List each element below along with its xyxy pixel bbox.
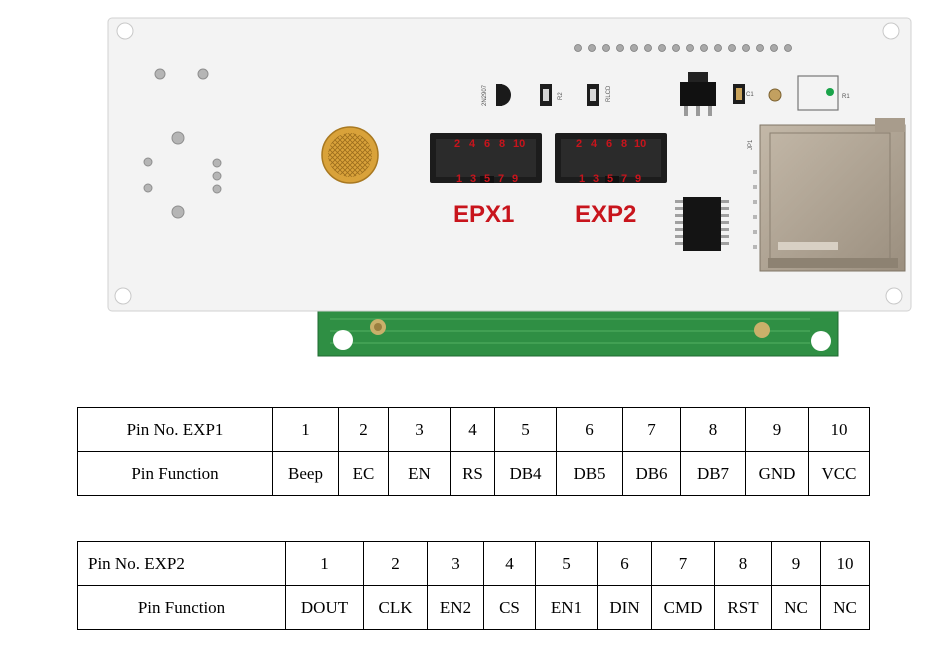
exp1-pin-number-top: 4 bbox=[469, 138, 476, 150]
table-row: Pin No. EXP2 1 2 3 4 5 6 7 8 9 10 bbox=[77, 541, 870, 586]
exp1-pin-number-bottom: 3 bbox=[470, 173, 476, 185]
exp1-function-cell: DB4 bbox=[494, 451, 557, 496]
exp1-pin-cell: 2 bbox=[338, 407, 389, 452]
exp1-pin-table: Pin No. EXP1 1 2 3 4 5 6 7 8 9 10 Pin Fu… bbox=[77, 407, 870, 496]
exp1-function-cell: EN bbox=[388, 451, 451, 496]
exp1-pin-cell: 3 bbox=[388, 407, 451, 452]
voltage-regulator bbox=[680, 72, 716, 116]
silk-rlcd: RLCD bbox=[606, 85, 612, 102]
transistor bbox=[496, 84, 511, 106]
exp1-pin-number-bottom: 1 bbox=[456, 173, 462, 185]
exp1-pin-cell: 10 bbox=[808, 407, 870, 452]
exp2-pin-cell: 5 bbox=[535, 541, 598, 586]
exp1-pin-cell: 8 bbox=[680, 407, 746, 452]
exp2-function-cell: EN1 bbox=[535, 585, 598, 630]
exp1-pin-cell: 7 bbox=[622, 407, 681, 452]
ic-chip bbox=[675, 197, 729, 251]
exp2-function-cell: DIN bbox=[597, 585, 652, 630]
exp1-function-cell: Beep bbox=[272, 451, 339, 496]
exp1-pin-cell: 9 bbox=[745, 407, 809, 452]
exp2-pin-cell: 6 bbox=[597, 541, 652, 586]
exp2-pin-cell: 4 bbox=[483, 541, 536, 586]
exp2-pin-cell: 10 bbox=[820, 541, 870, 586]
exp1-function-cell: DB7 bbox=[680, 451, 746, 496]
exp1-pin-cell: 1 bbox=[272, 407, 339, 452]
lcd-controller-board-photo: 2N2907 R2 RLCD C1 R1 JP1 bbox=[107, 17, 912, 357]
exp1-function-header: Pin Function bbox=[77, 451, 273, 496]
exp2-pin-number-bottom: 5 bbox=[607, 173, 613, 185]
exp1-function-cell: GND bbox=[745, 451, 809, 496]
silk-r2: R2 bbox=[558, 92, 564, 100]
table-row: Pin No. EXP1 1 2 3 4 5 6 7 8 9 10 bbox=[77, 407, 870, 452]
exp1-pin-number-bottom: 9 bbox=[512, 173, 518, 185]
exp2-function-header: Pin Function bbox=[77, 585, 286, 630]
controller-pcb: 2N2907 R2 RLCD C1 R1 JP1 bbox=[107, 17, 912, 312]
exp1-pin-number-top: 10 bbox=[513, 138, 525, 150]
table-row: Pin Function Beep EC EN RS DB4 DB5 DB6 D… bbox=[77, 451, 870, 496]
exp1-function-cell: EC bbox=[338, 451, 389, 496]
exp1-pin-cell: 4 bbox=[450, 407, 495, 452]
exp2-function-cell: CLK bbox=[363, 585, 428, 630]
exp2-pin-number-header: Pin No. EXP2 bbox=[77, 541, 286, 586]
exp2-pin-cell: 3 bbox=[427, 541, 484, 586]
exp2-pin-number-top: 10 bbox=[634, 138, 646, 150]
exp2-function-cell: CMD bbox=[651, 585, 715, 630]
exp2-pin-number-top: 2 bbox=[576, 138, 582, 150]
exp2-pin-cell: 1 bbox=[285, 541, 364, 586]
exp2-function-cell: NC bbox=[820, 585, 870, 630]
exp1-pin-number-top: 6 bbox=[484, 138, 490, 150]
table-row: Pin Function DOUT CLK EN2 CS EN1 DIN CMD… bbox=[77, 585, 870, 630]
exp1-pin-cell: 6 bbox=[556, 407, 623, 452]
exp1-function-cell: VCC bbox=[808, 451, 870, 496]
silk-jp1: JP1 bbox=[748, 139, 754, 150]
exp2-pin-cell: 9 bbox=[771, 541, 821, 586]
exp1-connector bbox=[430, 133, 542, 183]
exp2-connector bbox=[555, 133, 667, 183]
exp1-function-cell: DB6 bbox=[622, 451, 681, 496]
sd-card-socket bbox=[759, 118, 906, 272]
exp2-function-cell: RST bbox=[714, 585, 772, 630]
exp1-pin-number-top: 2 bbox=[454, 138, 460, 150]
exp2-pin-number-top: 6 bbox=[606, 138, 612, 150]
exp2-pin-table: Pin No. EXP2 1 2 3 4 5 6 7 8 9 10 Pin Fu… bbox=[77, 541, 870, 630]
exp2-pin-cell: 7 bbox=[651, 541, 715, 586]
exp1-function-cell: RS bbox=[450, 451, 495, 496]
exp1-pin-number-header: Pin No. EXP1 bbox=[77, 407, 273, 452]
exp2-pin-number-bottom: 3 bbox=[593, 173, 599, 185]
exp2-pin-cell: 8 bbox=[714, 541, 772, 586]
exp2-pin-number-bottom: 9 bbox=[635, 173, 641, 185]
exp2-function-cell: EN2 bbox=[427, 585, 484, 630]
exp2-function-cell: NC bbox=[771, 585, 821, 630]
exp2-pin-number-bottom: 1 bbox=[579, 173, 585, 185]
exp2-pin-number-top: 4 bbox=[591, 138, 598, 150]
exp2-pin-number-bottom: 7 bbox=[621, 173, 627, 185]
exp2-function-cell: DOUT bbox=[285, 585, 364, 630]
silk-c1: C1 bbox=[746, 92, 754, 98]
silk-r1: R1 bbox=[842, 94, 850, 100]
exp1-pin-number-top: 8 bbox=[499, 138, 505, 150]
exp2-function-cell: CS bbox=[483, 585, 536, 630]
exp1-pin-cell: 5 bbox=[494, 407, 557, 452]
exp1-pin-number-bottom: 5 bbox=[484, 173, 490, 185]
exp1-pin-number-bottom: 7 bbox=[498, 173, 504, 185]
exp2-pin-cell: 2 bbox=[363, 541, 428, 586]
buzzer bbox=[321, 126, 379, 184]
exp2-pin-number-top: 8 bbox=[621, 138, 627, 150]
silk-transistor: 2N2907 bbox=[482, 84, 488, 106]
exp1-function-cell: DB5 bbox=[556, 451, 623, 496]
exp1-label: EPX1 bbox=[453, 201, 514, 228]
exp2-label: EXP2 bbox=[575, 201, 636, 228]
